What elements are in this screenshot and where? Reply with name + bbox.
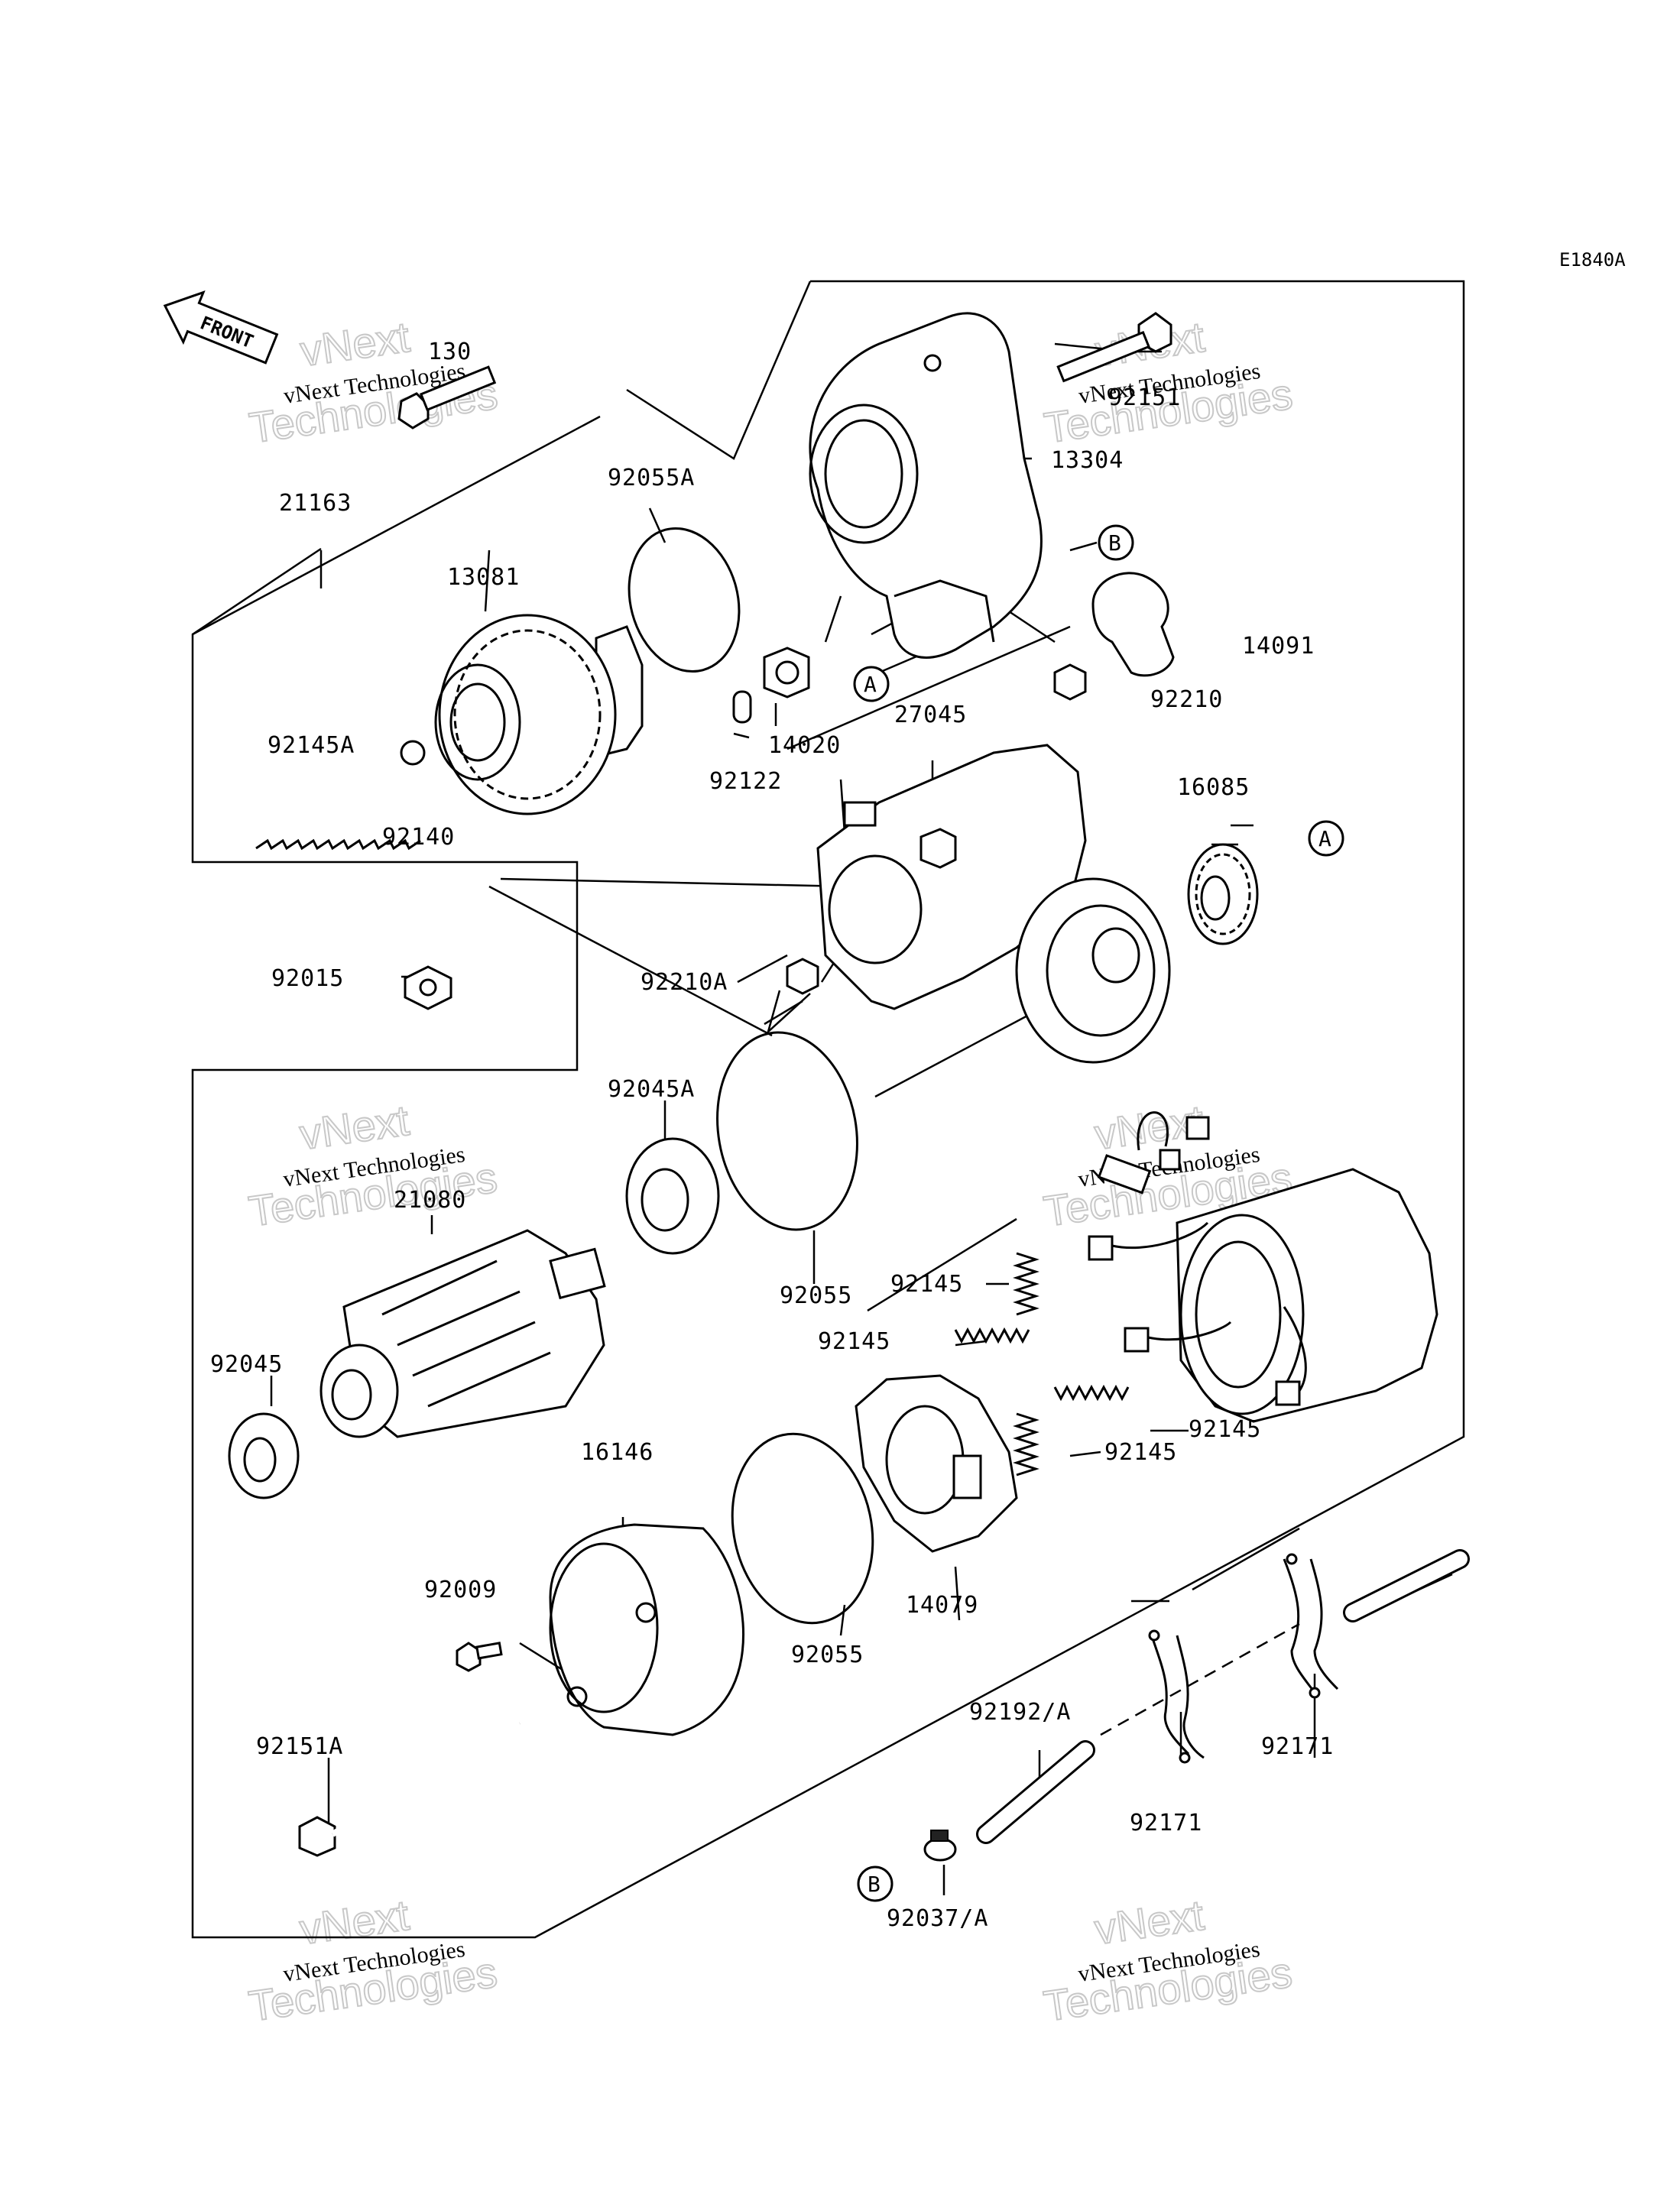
label-14079: 14079 [906,1592,978,1619]
label-92145-1: 92145 [890,1271,963,1298]
label-92015: 92015 [271,965,344,992]
svg-text:B: B [1108,530,1121,556]
spring-92145-1 [1013,1252,1039,1316]
bearing-92045A [625,1137,720,1255]
label-92055-lower: 92055 [791,1642,864,1668]
label-92037A: 92037/A [887,1905,988,1932]
label-92151: 92151 [1108,384,1181,411]
label-92140: 92140 [382,824,455,851]
callout-A-right: A [1308,820,1344,857]
tube-92192A [976,1740,1095,1844]
cap-14091 [1091,572,1175,677]
nut-92015 [404,965,452,1010]
label-92055-upper: 92055 [780,1282,852,1309]
pin-92122 [732,690,752,724]
label-92045A: 92045A [608,1076,695,1103]
label-92192A: 92192/A [969,1699,1071,1726]
ball-92140 [400,740,426,766]
label-21080: 21080 [394,1187,466,1214]
armature-21080 [319,1229,606,1438]
spring-92145-3 [1053,1384,1130,1402]
label-92009: 92009 [424,1577,497,1603]
watermark-bottom-left: vNext Technologies vNext Technologies [245,1890,501,2031]
label-92145-2: 92145 [818,1328,890,1355]
group-bracket-21163 [192,547,322,636]
callout-B-bottom: B [857,1866,894,1902]
label-92210: 92210 [1150,686,1223,713]
o-ring-92055A [628,527,741,673]
spring-92145A [255,838,421,851]
callout-A-top: A [853,666,890,702]
label-130: 130 [428,339,472,365]
bolt-130 [397,365,497,430]
watermark-bottom-right: vNext Technologies vNext Technologies [1040,1890,1296,2031]
bearing-92045 [228,1412,300,1499]
watermark-top-left: vNext Technologies vNext Technologies [245,312,501,453]
gear-16085 [1187,843,1259,945]
label-92122: 92122 [709,768,782,795]
clamp-92037A [923,1830,957,1862]
watermark-mid-left: vNext Technologies vNext Technologies [245,1095,501,1237]
body-27045 [816,744,1171,1064]
label-92045: 92045 [210,1351,283,1378]
label-21163: 21163 [279,490,352,517]
label-16146: 16146 [581,1439,654,1466]
housing-guide-line [626,280,812,460]
clip-92171-center [1148,1629,1205,1764]
label-13081: 13081 [447,564,520,591]
nut-92210 [1053,663,1087,701]
svg-text:vNext: vNext [297,1891,412,1953]
diagram-code: E1840A [1559,249,1626,271]
coupling-14020 [763,647,810,699]
svg-text:vNext: vNext [297,1096,412,1159]
clip-92171-right [1283,1553,1339,1699]
assembly-outline [191,280,1465,1939]
label-92171-center: 92171 [1130,1810,1202,1836]
gear-13081 [434,614,644,815]
label-92210A: 92210A [641,969,728,996]
label-92145A: 92145A [268,732,355,759]
front-arrow-icon: FRONT [163,290,279,365]
label-92055A: 92055A [608,465,695,491]
label-27045: 27045 [894,702,967,728]
spring-92145-4 [1013,1412,1039,1477]
label-13304: 13304 [1051,447,1124,474]
label-14020: 14020 [768,732,841,759]
svg-text:A: A [864,672,877,697]
brush-holder-14079 [855,1374,1018,1553]
yoke-assembly [1088,1111,1438,1423]
label-14091: 14091 [1242,633,1315,660]
label-92171-right: 92171 [1261,1733,1334,1760]
o-ring-92055-lower [731,1432,874,1625]
label-16085: 16085 [1177,774,1250,801]
label-92151A: 92151A [256,1733,343,1760]
svg-text:A: A [1318,826,1331,851]
bolt-92151 [1056,312,1172,383]
nut-92210A [786,958,819,995]
bolt-92151A [298,1720,522,1857]
housing-13304 [809,312,1043,659]
callout-B-top: B [1098,524,1134,561]
label-92145-3: 92145 [1189,1416,1261,1443]
svg-text:B: B [868,1872,881,1897]
screw-92009 [456,1642,503,1672]
end-cover-16146 [549,1523,744,1736]
o-ring-92055-upper [716,1031,858,1231]
svg-text:vNext: vNext [297,313,413,375]
spring-92145-2 [954,1327,1030,1344]
label-92145-4: 92145 [1104,1439,1177,1466]
svg-text:vNext: vNext [1091,1891,1207,1953]
tube-right [1343,1549,1470,1622]
